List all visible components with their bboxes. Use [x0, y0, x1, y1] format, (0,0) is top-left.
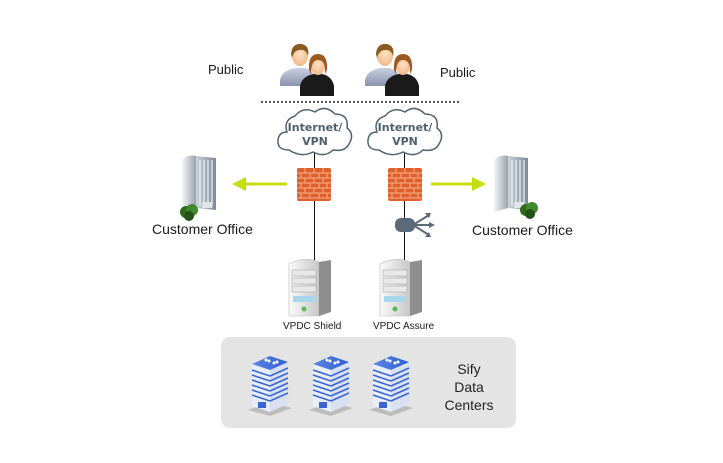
server-label-assure: VPDC Assure	[373, 321, 435, 332]
datacenter-building-icon-2	[309, 356, 353, 416]
connection-line-left	[314, 150, 315, 260]
internet-cloud-icon-left	[277, 107, 353, 156]
customer-office-label-left: Customer Office	[152, 221, 253, 237]
datacenter-building-icon-3	[369, 356, 413, 416]
server-icon-shield	[288, 259, 331, 317]
datacenter-label-line3: Centers	[444, 397, 494, 413]
firewall-icon-right	[388, 168, 422, 201]
arrow-left-icon	[232, 177, 287, 191]
public-label-right: Public	[440, 65, 476, 80]
cloud-label-line2: VPN	[392, 135, 418, 148]
firewall-icon-left	[297, 168, 331, 201]
connection-line-right	[404, 150, 405, 260]
office-building-icon-right	[494, 155, 538, 219]
arrow-right-icon	[431, 177, 486, 191]
datacenter-building-icon-1	[248, 356, 292, 416]
users-icon-left	[280, 43, 334, 96]
datacenter-label: Sify Data Centers	[434, 360, 504, 414]
cloud-label-line1: Internet/	[377, 121, 433, 134]
cloud-label-line2: VPN	[302, 135, 328, 148]
cloud-label-line1: Internet/	[287, 121, 343, 134]
office-building-icon-left	[180, 155, 216, 221]
cloud-label-right: Internet/ VPN	[369, 121, 441, 149]
public-separator	[261, 101, 459, 103]
datacenter-label-line1: Sify	[457, 361, 481, 377]
datacenter-label-line2: Data	[454, 379, 484, 395]
internet-cloud-icon-right	[367, 107, 443, 156]
customer-office-label-right: Customer Office	[472, 222, 573, 238]
public-label-left: Public	[208, 62, 244, 77]
server-icon-assure	[379, 259, 422, 317]
server-label-shield: VPDC Shield	[283, 321, 342, 332]
cloud-label-left: Internet/ VPN	[279, 121, 351, 149]
users-icon-right	[365, 43, 419, 96]
load-balancer-icon	[395, 213, 435, 237]
